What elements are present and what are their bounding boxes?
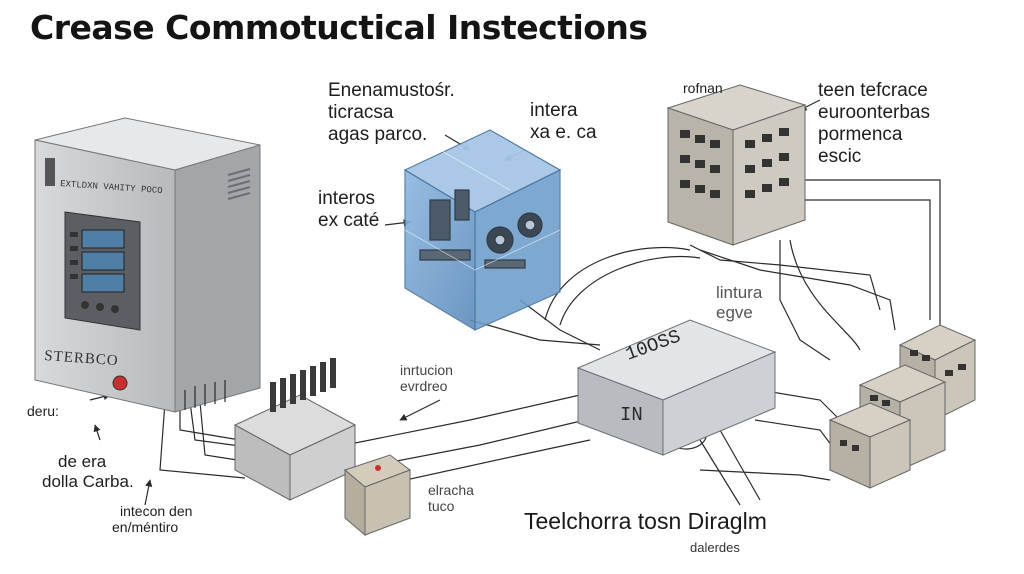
panel-screen: [81, 229, 125, 249]
box-side-text: IN: [620, 404, 643, 426]
panel-model-text: STERBCO: [44, 348, 119, 369]
label-line: xa e. ca: [530, 121, 597, 143]
blue-cube-module: [403, 129, 562, 332]
label-line: agas parco.: [328, 123, 428, 145]
label-line: lintura: [716, 283, 763, 302]
label-line: intera: [530, 100, 578, 121]
label-line: escic: [818, 145, 862, 167]
label-line: en/méntiro: [112, 519, 179, 536]
right-relay-units: [828, 324, 977, 489]
label-line: ticracsa: [328, 101, 394, 123]
control-panel: EXTLDXN VAHITY POCO STERBCO: [34, 117, 261, 413]
label-left-bottom: de era dolla Carba.: [42, 452, 134, 491]
label-cube-left: interos ex caté: [318, 188, 379, 232]
label-line: ex caté: [318, 209, 380, 231]
label-mid-left: inrtucion evrdreo: [400, 362, 453, 394]
label-line: interos: [318, 188, 376, 209]
label-line: dolla Carba.: [42, 471, 134, 491]
label-line: euroonterbas: [818, 101, 930, 123]
label-bottom-left: intecon den en/méntiro: [112, 503, 192, 535]
label-left-dot: deru:: [27, 403, 59, 419]
label-line: inrtucion: [400, 362, 453, 378]
label-line: pormenca: [818, 123, 903, 145]
label-line: elracha: [428, 482, 474, 498]
label-line: evrdreo: [400, 378, 448, 395]
label-cube-top-left: Enenamustośr. ticracsa agas parco.: [328, 80, 455, 146]
label-line: teen tefcrace: [818, 80, 928, 101]
caption-sub: dalerdes: [690, 540, 740, 555]
label-line: Enenamustośr.: [328, 80, 455, 101]
relay-rack: [666, 84, 807, 246]
label-line: egve: [716, 302, 753, 322]
page-title: Crease Commotuctical Instections: [30, 8, 648, 47]
terminal-block: [233, 358, 412, 537]
label-line: tuco: [428, 498, 455, 515]
label-line: de era: [58, 452, 107, 471]
red-button-icon: [112, 375, 128, 391]
label-center-small: lintura egve: [716, 283, 762, 322]
label-relay-bottom: elracha tuco: [428, 482, 474, 514]
label-cube-top-right: intera xa e. ca: [530, 100, 597, 144]
caption-main: Teelchorra tosn Diraglm: [524, 508, 767, 534]
label-rack-right: teen tefcrace euroonterbas pormenca esci…: [818, 80, 930, 167]
center-controller-box: 10OSS IN: [576, 319, 777, 456]
label-rack-top: rofnan: [683, 80, 723, 96]
label-line: intecon den: [120, 503, 193, 519]
